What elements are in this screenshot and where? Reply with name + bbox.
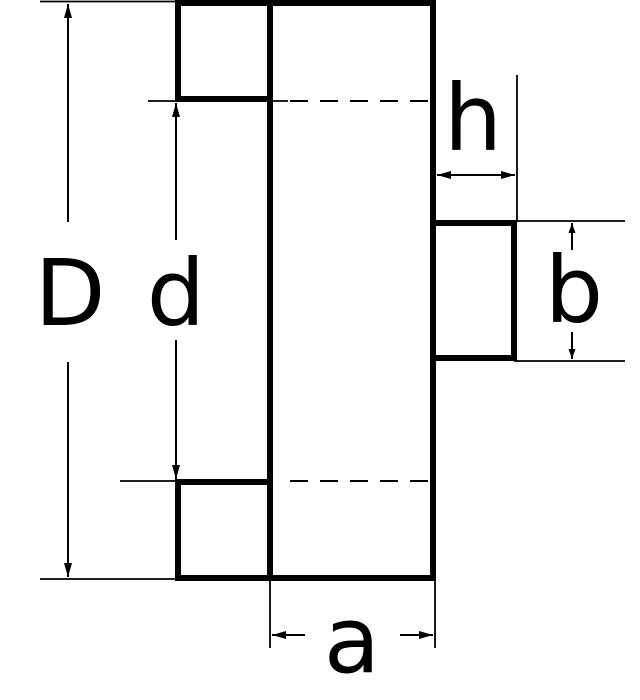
label-D: D [35, 240, 106, 347]
boss [433, 220, 517, 361]
hidden-lines [290, 100, 430, 482]
part-outline [175, 0, 517, 581]
label-h: h [444, 65, 502, 172]
extension-lines [40, 0, 625, 648]
lower-flange-section [175, 479, 273, 581]
upper-flange-section [175, 0, 273, 102]
main-body [267, 0, 436, 581]
label-d: d [147, 240, 205, 347]
label-b: b [545, 237, 603, 344]
label-a: a [324, 587, 380, 694]
